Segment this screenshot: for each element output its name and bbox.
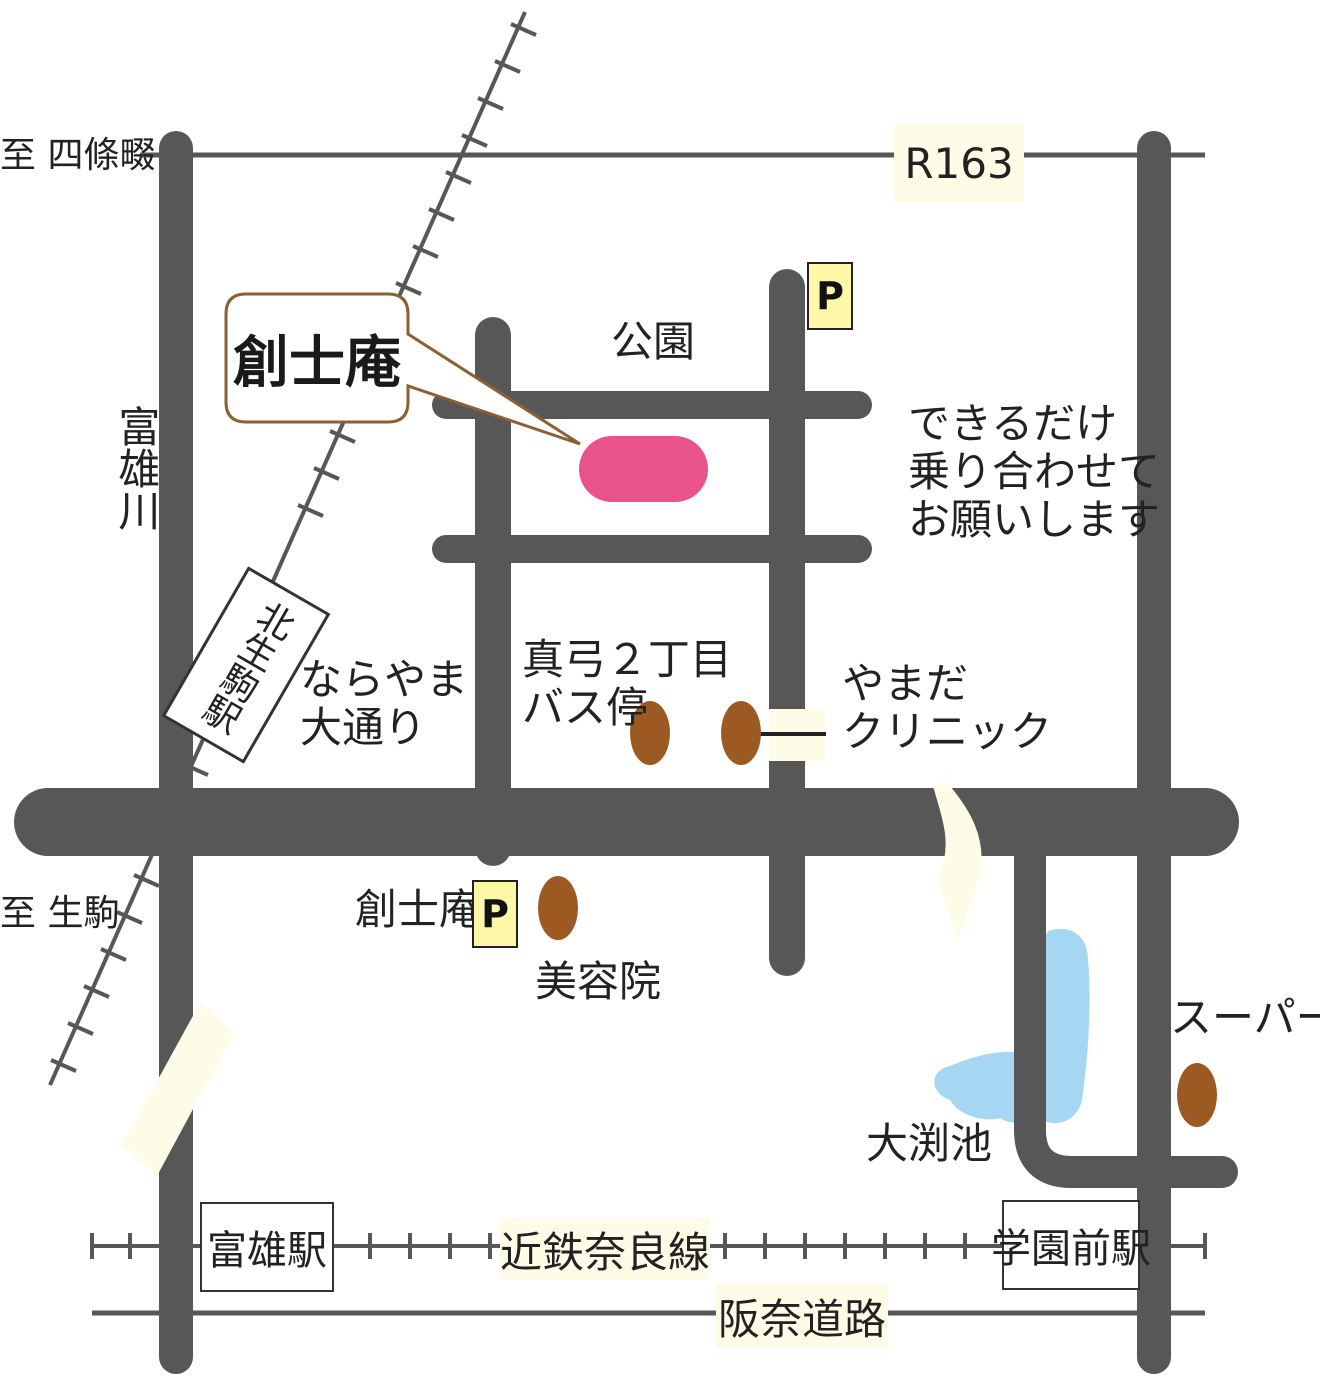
river-label: 富雄川 — [111, 405, 161, 531]
destination-marker — [579, 436, 708, 502]
r163-label: R163 — [894, 124, 1024, 202]
kintetsu-ties — [90, 1233, 1207, 1259]
carpool-notice: できるだけ 乗り合わせて お願いします — [908, 399, 1161, 544]
narayama-street-label: ならやま 大通り — [300, 655, 469, 752]
bus-stop-marker — [630, 701, 670, 765]
pond-label: 大渕池 — [866, 1119, 993, 1168]
supermarket-marker — [1177, 1063, 1217, 1127]
destination-callout — [224, 292, 581, 446]
parking-north-icon: P — [807, 262, 853, 330]
destination-parking-label: 創士庵 — [355, 885, 482, 934]
clinic-marker — [721, 701, 761, 765]
direction-ikoma: 至 生駒 — [0, 893, 120, 934]
hanna-road-label: 阪奈道路 — [716, 1284, 888, 1348]
kita-ikoma-station-sign — [161, 566, 331, 764]
salon-marker — [538, 876, 578, 940]
tomio-station: 富雄駅 — [200, 1202, 334, 1292]
diagonal-railway — [48, 11, 527, 1086]
direction-shijonawate: 至 四條畷 — [0, 135, 156, 176]
bus-stop-label: 真弓２丁目 バス停 — [522, 635, 733, 732]
pond-road — [1014, 829, 1238, 1188]
gakuenmae-station: 学園前駅 — [991, 1200, 1151, 1290]
destination-name: 創士庵 — [233, 330, 401, 396]
river-crossing — [933, 780, 982, 939]
salon-label: 美容院 — [535, 957, 662, 1006]
supermarket-label: スーパー — [1170, 993, 1320, 1042]
parking-south-icon: P — [472, 880, 518, 948]
rail-crossing — [122, 1003, 234, 1176]
kintetsu-line-label: 近鉄奈良線 — [500, 1218, 710, 1280]
park-label: 公園 — [611, 317, 696, 366]
clinic-label: やまだ クリニック — [842, 659, 1053, 756]
pond — [934, 928, 1090, 1124]
